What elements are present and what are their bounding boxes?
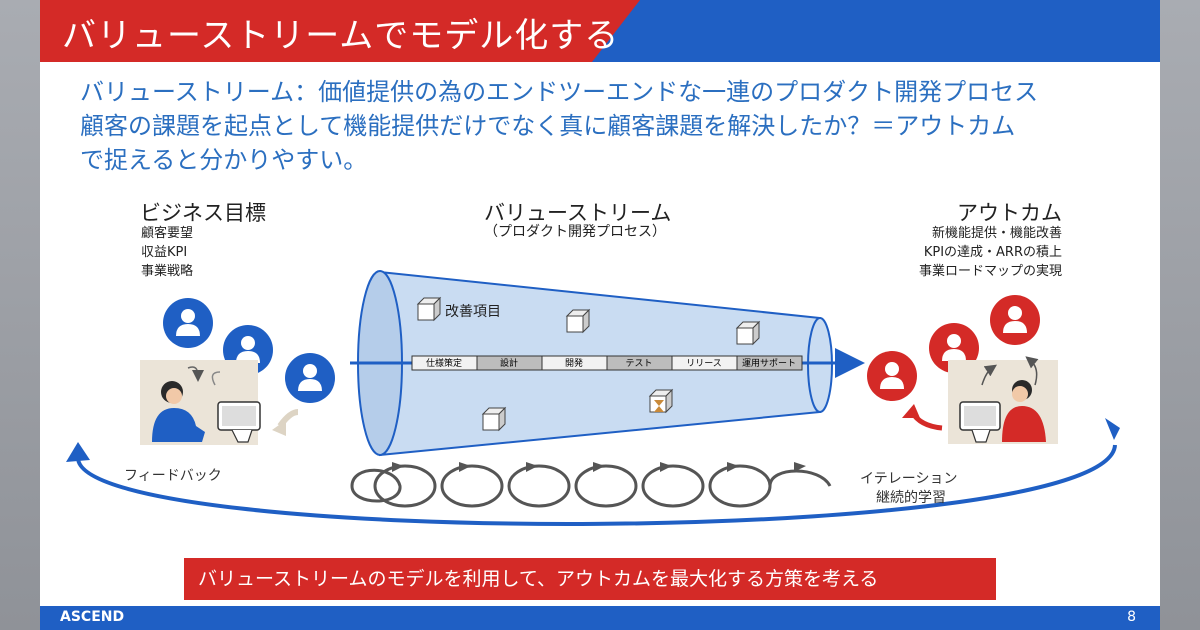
stage-label: リリース xyxy=(686,359,722,369)
feedback-loop-arrow xyxy=(76,444,1117,526)
outcome-item: 事業ロードマップの実現 xyxy=(918,264,1062,279)
slide: バリューストリームでモデル化する バリューストリーム：価値提供の為のエンドツーエ… xyxy=(40,0,1160,630)
loop-arrow-icon xyxy=(350,468,402,503)
stage-label: 運用サポート xyxy=(742,358,796,369)
business-goal-item: 収益KPI xyxy=(141,245,188,260)
business-goal-heading: ビジネス目標 xyxy=(140,201,266,225)
iteration-label-line: イテレーション xyxy=(860,471,958,487)
improvement-label: 改善項目 xyxy=(445,304,501,320)
stage-label: 開発 xyxy=(565,357,583,369)
person-at-computer-illustration xyxy=(140,360,299,445)
side-margin-left xyxy=(0,0,40,630)
outcome-list: 新機能提供・機能改善 KPIの達成・ARRの積上 事業ロードマップの実現 xyxy=(919,224,1062,281)
intro-line: 顧客の課題を起点として機能提供だけでなく真に顧客課題を解決したか？＝アウトカム xyxy=(80,112,1016,140)
box-icon xyxy=(736,321,760,345)
stage-label: 設計 xyxy=(500,357,518,369)
slide-title: バリューストリームでモデル化する xyxy=(62,16,620,56)
outcome-item: 新機能提供・機能改善 xyxy=(931,226,1062,241)
stage-bar: 仕様策定 設計 開発 テスト リリース 運用サポート xyxy=(411,355,803,371)
feedback-label: フィードバック xyxy=(124,468,222,484)
person-at-computer-illustration xyxy=(902,356,1058,444)
business-goal-item: 事業戦略 xyxy=(141,264,194,279)
box-icon xyxy=(566,309,590,333)
loop-arrow-icon xyxy=(641,464,705,508)
stage-label: テスト xyxy=(625,358,652,369)
title-bar: バリューストリームでモデル化する xyxy=(40,0,1160,62)
box-icon xyxy=(417,297,441,321)
loop-arrow-icon xyxy=(574,464,638,508)
page-number: 8 xyxy=(1127,609,1136,625)
company-logo: ASCEND xyxy=(60,609,125,625)
business-goal-item: 顧客要望 xyxy=(141,226,194,241)
conclusion-banner: バリューストリームのモデルを利用して、アウトカムを最大化する方策を考える xyxy=(184,558,996,600)
user-icon xyxy=(990,295,1040,345)
iteration-label: イテレーション 継続的学習 xyxy=(860,470,957,508)
loop-arrow-icon xyxy=(708,464,772,508)
footer-bar: ASCEND 8 xyxy=(40,606,1160,630)
value-stream-diagram: 仕様策定 設計 開発 テスト リリース 運用サポート 改善項目 xyxy=(66,270,1120,526)
user-icon xyxy=(285,353,335,403)
loop-arrow-icon xyxy=(440,464,504,508)
box-icon xyxy=(482,407,506,431)
iteration-label-line: 継続的学習 xyxy=(876,490,946,506)
hourglass-box-icon xyxy=(649,389,673,413)
intro-line: バリューストリーム：価値提供の為のエンドツーエンドな一連のプロダクト開発プロセス xyxy=(80,78,1039,106)
business-goal-list: 顧客要望 収益KPI 事業戦略 xyxy=(141,224,193,281)
valuestream-subheading: （プロダクト開発プロセス） xyxy=(484,224,666,240)
outcome-item: KPIの達成・ARRの積上 xyxy=(923,245,1062,260)
stage-label: 仕様策定 xyxy=(426,357,462,369)
outcome-heading: アウトカム xyxy=(957,201,1062,225)
iteration-loops xyxy=(350,464,832,508)
intro-text: バリューストリーム：価値提供の為のエンドツーエンドな一連のプロダクト開発プロセス… xyxy=(80,75,1038,177)
side-margin-right xyxy=(1160,0,1200,630)
loop-arrow-icon xyxy=(768,469,832,487)
intro-line: で捉えると分かりやすい。 xyxy=(80,146,368,174)
user-icon xyxy=(867,351,917,401)
title-red-band xyxy=(40,0,640,62)
valuestream-heading: バリューストリーム xyxy=(484,201,672,225)
user-icon xyxy=(163,298,213,348)
loop-arrow-icon xyxy=(373,464,437,508)
loop-arrow-icon xyxy=(507,464,571,508)
